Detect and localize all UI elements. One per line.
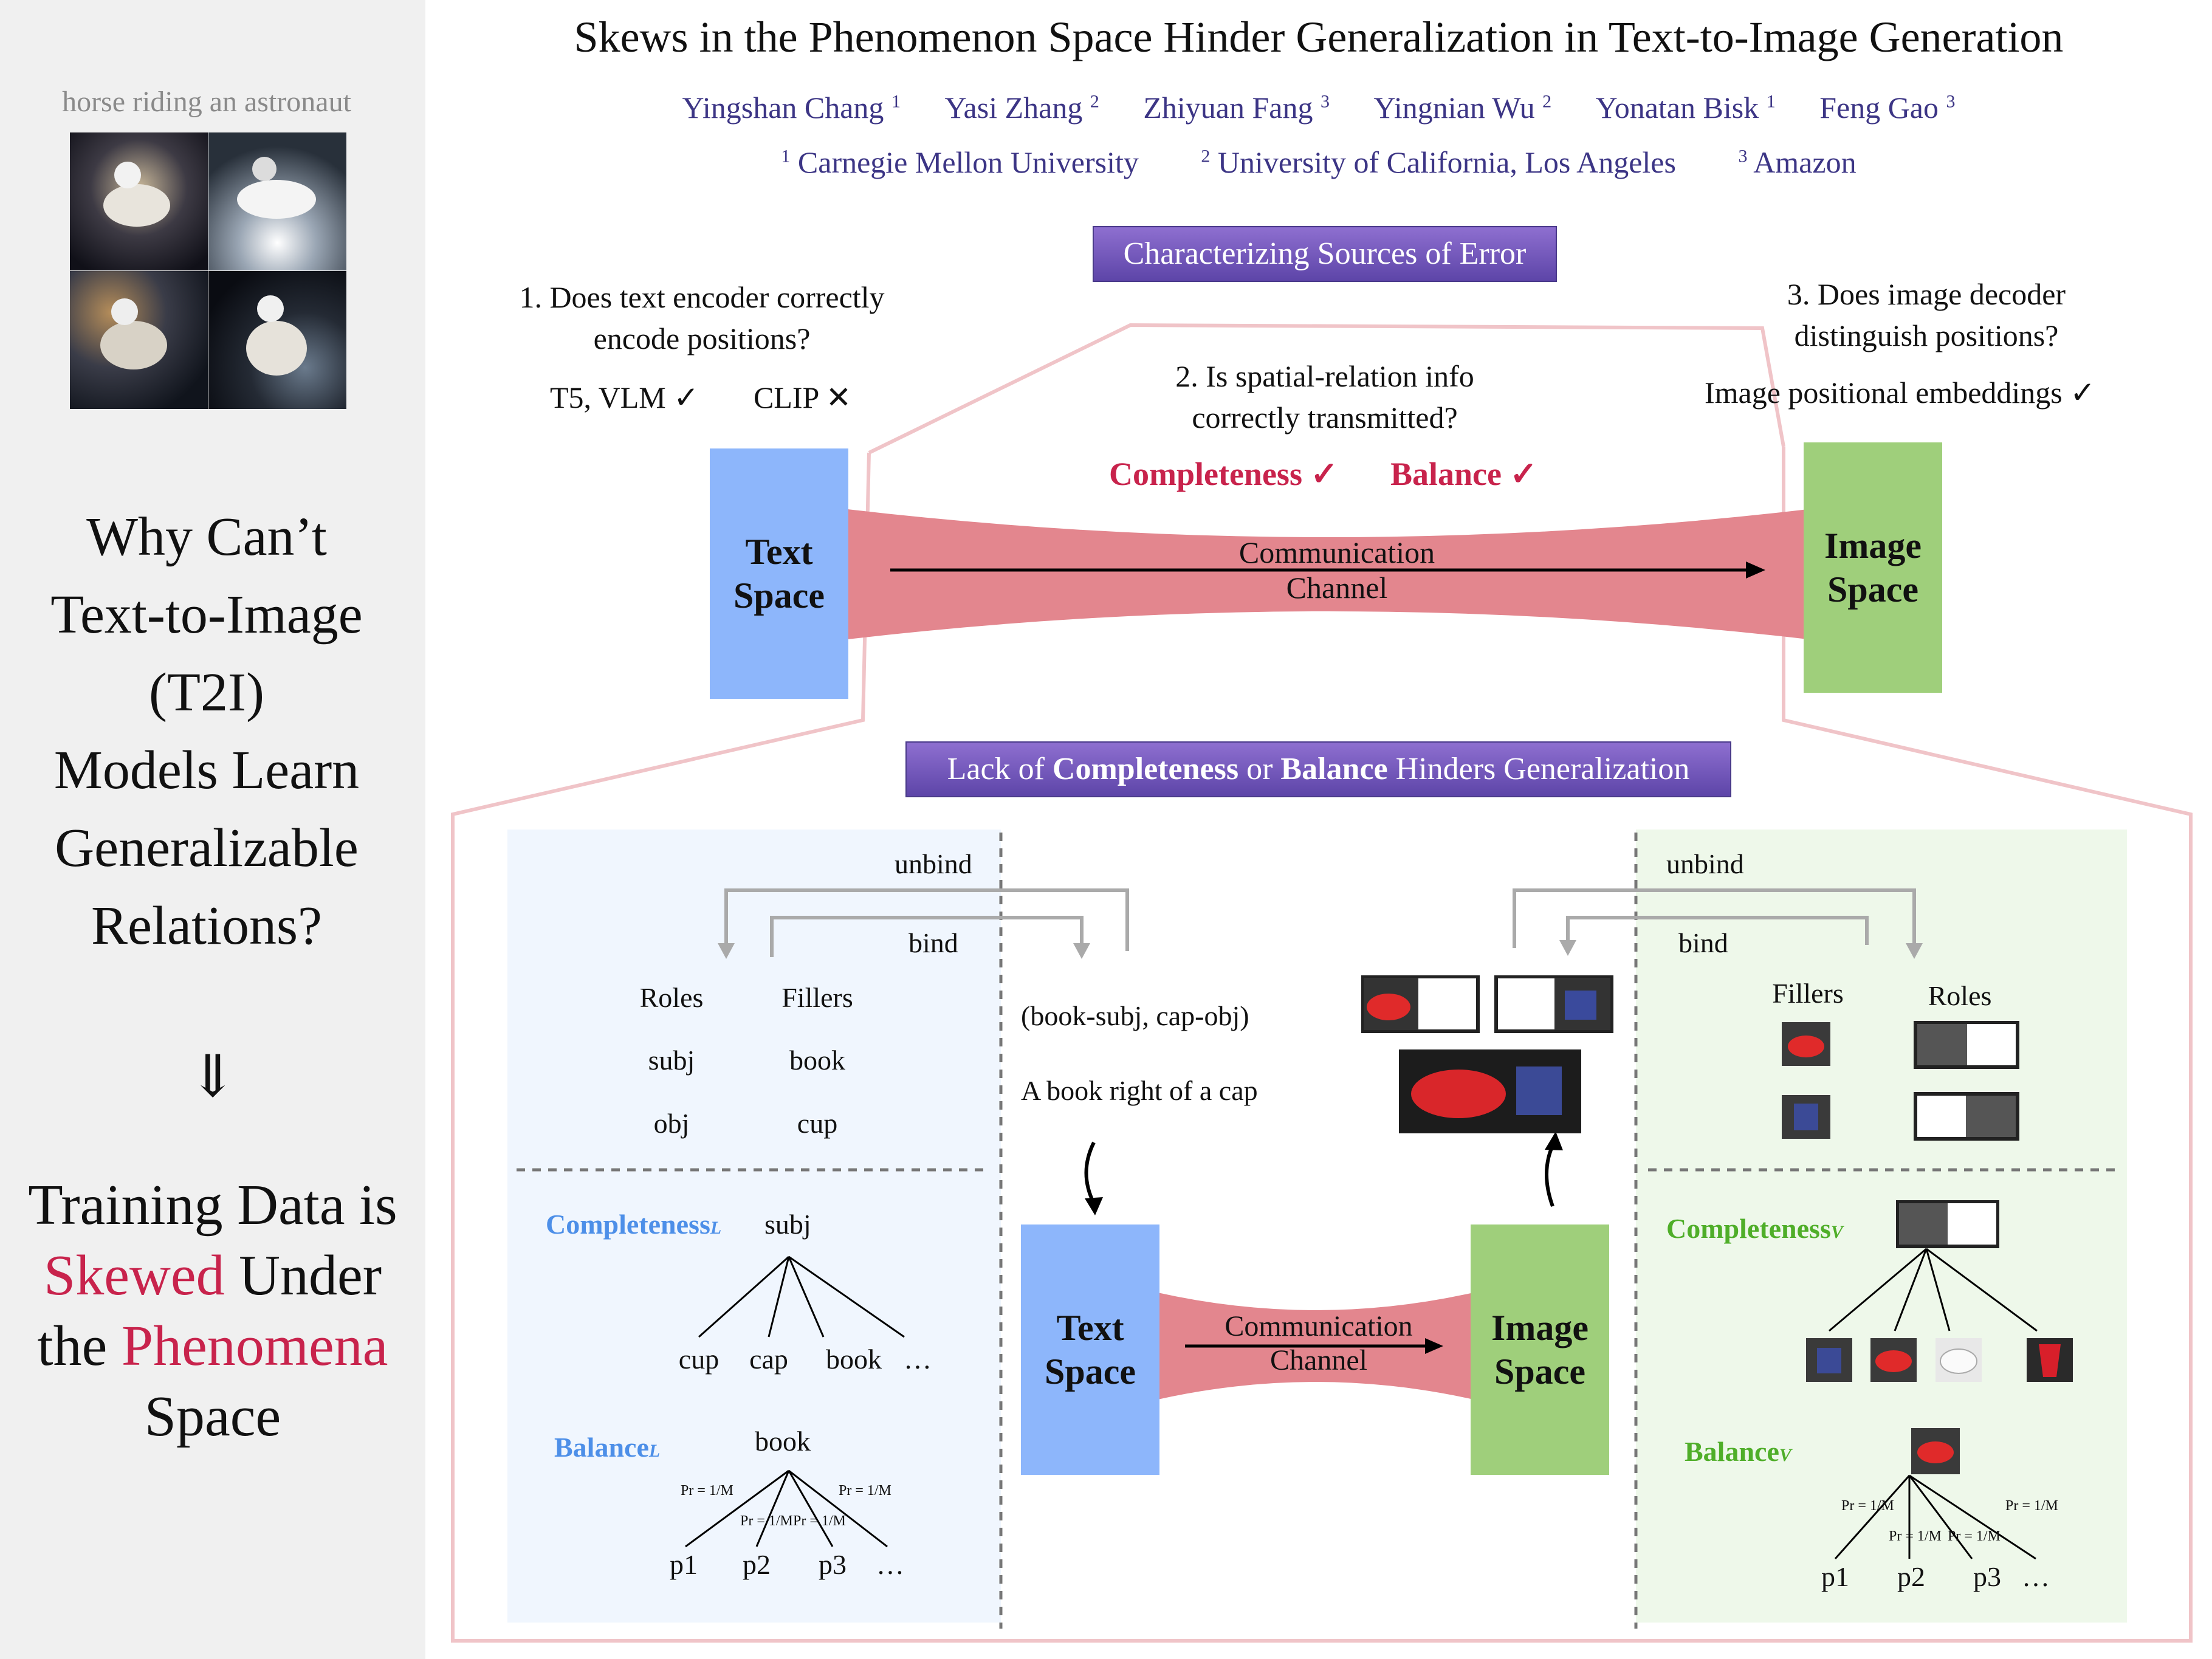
completeness-l-root: subj	[764, 1209, 811, 1240]
question-line: Why Can’t	[86, 507, 327, 567]
question-1: 1. Does text encoder correctly encode po…	[519, 280, 885, 355]
probability-label: Pr = 1/M	[793, 1513, 846, 1529]
generated-image-samples	[1361, 975, 1613, 1133]
completeness-v-leaves	[1806, 1338, 2073, 1382]
tree-leaf: book	[826, 1344, 882, 1375]
completeness-v-root	[1896, 1200, 1999, 1248]
fillers-header: Fillers	[781, 982, 853, 1013]
left-panel: horse riding an astronaut Why Can’t Text…	[0, 0, 425, 1659]
answer-line: Space	[144, 1385, 281, 1448]
top-text-space: Text Space	[710, 448, 848, 699]
completeness-check: Completeness ✓	[1109, 456, 1338, 492]
probability-label: Pr = 1/M	[839, 1483, 891, 1499]
tree-leaf: cap	[749, 1344, 788, 1375]
phenomena-highlight: Phenomena	[121, 1314, 388, 1378]
top-image-space: Image Space	[1804, 442, 1942, 693]
bottom-image-space: Image Space	[1471, 1224, 1609, 1475]
question-3: 3. Does image decoder distinguish positi…	[1787, 277, 2066, 352]
probability-label: Pr = 1/M	[2005, 1498, 2058, 1514]
author: Feng Gao 3	[1819, 91, 1956, 125]
author: Yingnian Wu 2	[1373, 91, 1552, 125]
language-panel	[507, 829, 1001, 1623]
skewed-highlight: Skewed	[43, 1244, 225, 1307]
affiliation: 3 Amazon	[1738, 145, 1856, 179]
position-leaf: p1	[670, 1549, 698, 1580]
question-line: Relations?	[91, 896, 322, 956]
answer-line: the Phenomena	[37, 1314, 388, 1378]
author: Zhiyuan Fang 3	[1143, 91, 1330, 125]
left-bind-label: bind	[908, 927, 958, 958]
question-line: Models Learn	[53, 740, 360, 800]
answer-line: Training Data is	[28, 1173, 397, 1237]
right-bind-label: bind	[1678, 927, 1728, 958]
image-caption: horse riding an astronaut	[62, 86, 351, 118]
author: Yonatan Bisk 1	[1595, 91, 1776, 125]
roles-header: Roles	[639, 982, 704, 1013]
roles-header: Roles	[1928, 980, 1992, 1011]
left-unbind-label: unbind	[895, 848, 972, 879]
astronaut-image-grid	[70, 132, 346, 409]
balance-v-root	[1911, 1428, 1960, 1474]
probability-label: Pr = 1/M	[1841, 1498, 1894, 1514]
answer-line: Skewed Under	[43, 1244, 382, 1307]
bottom-communication-channel	[1158, 1293, 1474, 1400]
author: Yingshan Chang 1	[682, 91, 901, 125]
filler-cup: cup	[797, 1108, 838, 1139]
affiliation: 2 University of California, Los Angeles	[1201, 145, 1676, 179]
vision-panel	[1636, 829, 2127, 1623]
probability-label: Pr = 1/M	[740, 1513, 793, 1529]
question-line: Generalizable	[55, 818, 359, 878]
role-obj: obj	[653, 1108, 690, 1139]
affiliation-list: 1 Carnegie Mellon University 2 Universit…	[425, 145, 2212, 180]
position-leaf: p3	[1973, 1561, 2001, 1592]
probability-label: Pr = 1/M	[681, 1483, 733, 1499]
position-leaf: p3	[819, 1549, 847, 1580]
position-leaf: …	[2022, 1561, 2050, 1592]
completeness-l-label: CompletenessL	[546, 1209, 722, 1240]
question-line: (T2I)	[149, 662, 264, 723]
author: Yasi Zhang 2	[944, 91, 1099, 125]
bottom-text-space: Text Space	[1021, 1224, 1159, 1475]
fillers-header: Fillers	[1772, 978, 1844, 1009]
q1-no-answer: CLIP ✕	[754, 380, 851, 414]
top-communication-channel	[848, 509, 1808, 639]
position-leaf: p2	[1897, 1561, 1925, 1592]
question-line: Text-to-Image	[50, 585, 363, 645]
top-section-banner: Characterizing Sources of Error	[1093, 226, 1557, 282]
paper-title: Skews in the Phenomenon Space Hinder Gen…	[574, 13, 2064, 61]
right-unbind-label: unbind	[1666, 848, 1744, 879]
affiliation: 1 Carnegie Mellon University	[781, 145, 1139, 179]
down-arrow-icon: ⇓	[188, 1044, 238, 1109]
tree-leaf: cup	[678, 1344, 720, 1375]
probability-label: Pr = 1/M	[1889, 1528, 1942, 1544]
caption-sentence: A book right of a cap	[1021, 1075, 1258, 1106]
filler-book: book	[789, 1045, 845, 1076]
balance-check: Balance ✓	[1390, 456, 1537, 492]
question-text: Why Can’t Text-to-Image (T2I) Models Lea…	[0, 498, 413, 965]
balance-v-label: BalanceV	[1685, 1436, 1791, 1467]
role-subj: subj	[648, 1045, 695, 1076]
question-2: 2. Is spatial-relation info correctly tr…	[1175, 359, 1474, 434]
author-list: Yingshan Chang 1 Yasi Zhang 2 Zhiyuan Fa…	[425, 90, 2212, 125]
answer-text: Training Data is Skewed Under the Phenom…	[0, 1170, 425, 1452]
position-leaf: …	[876, 1549, 904, 1580]
bottom-section-banner: Lack of Completeness or Balance Hinders …	[905, 741, 1731, 797]
bottom-channel-label: Communication Channel	[1224, 1310, 1413, 1376]
binding-example: (book-subj, cap-obj)	[1021, 1000, 1249, 1031]
top-channel-label: Communication Channel	[1238, 535, 1435, 605]
balance-l-label: BalanceL	[554, 1432, 661, 1463]
balance-l-root: book	[755, 1426, 811, 1457]
probability-label: Pr = 1/M	[1948, 1528, 2001, 1544]
position-leaf: p1	[1821, 1561, 1849, 1592]
q3-answer: Image positional embeddings ✓	[1705, 376, 2096, 410]
visual-fillers-roles	[1782, 1021, 2019, 1141]
q1-yes-answer: T5, VLM ✓	[550, 380, 699, 414]
completeness-v-label: CompletenessV	[1666, 1213, 1843, 1244]
position-leaf: p2	[743, 1549, 771, 1580]
tree-leaf: …	[904, 1344, 932, 1375]
